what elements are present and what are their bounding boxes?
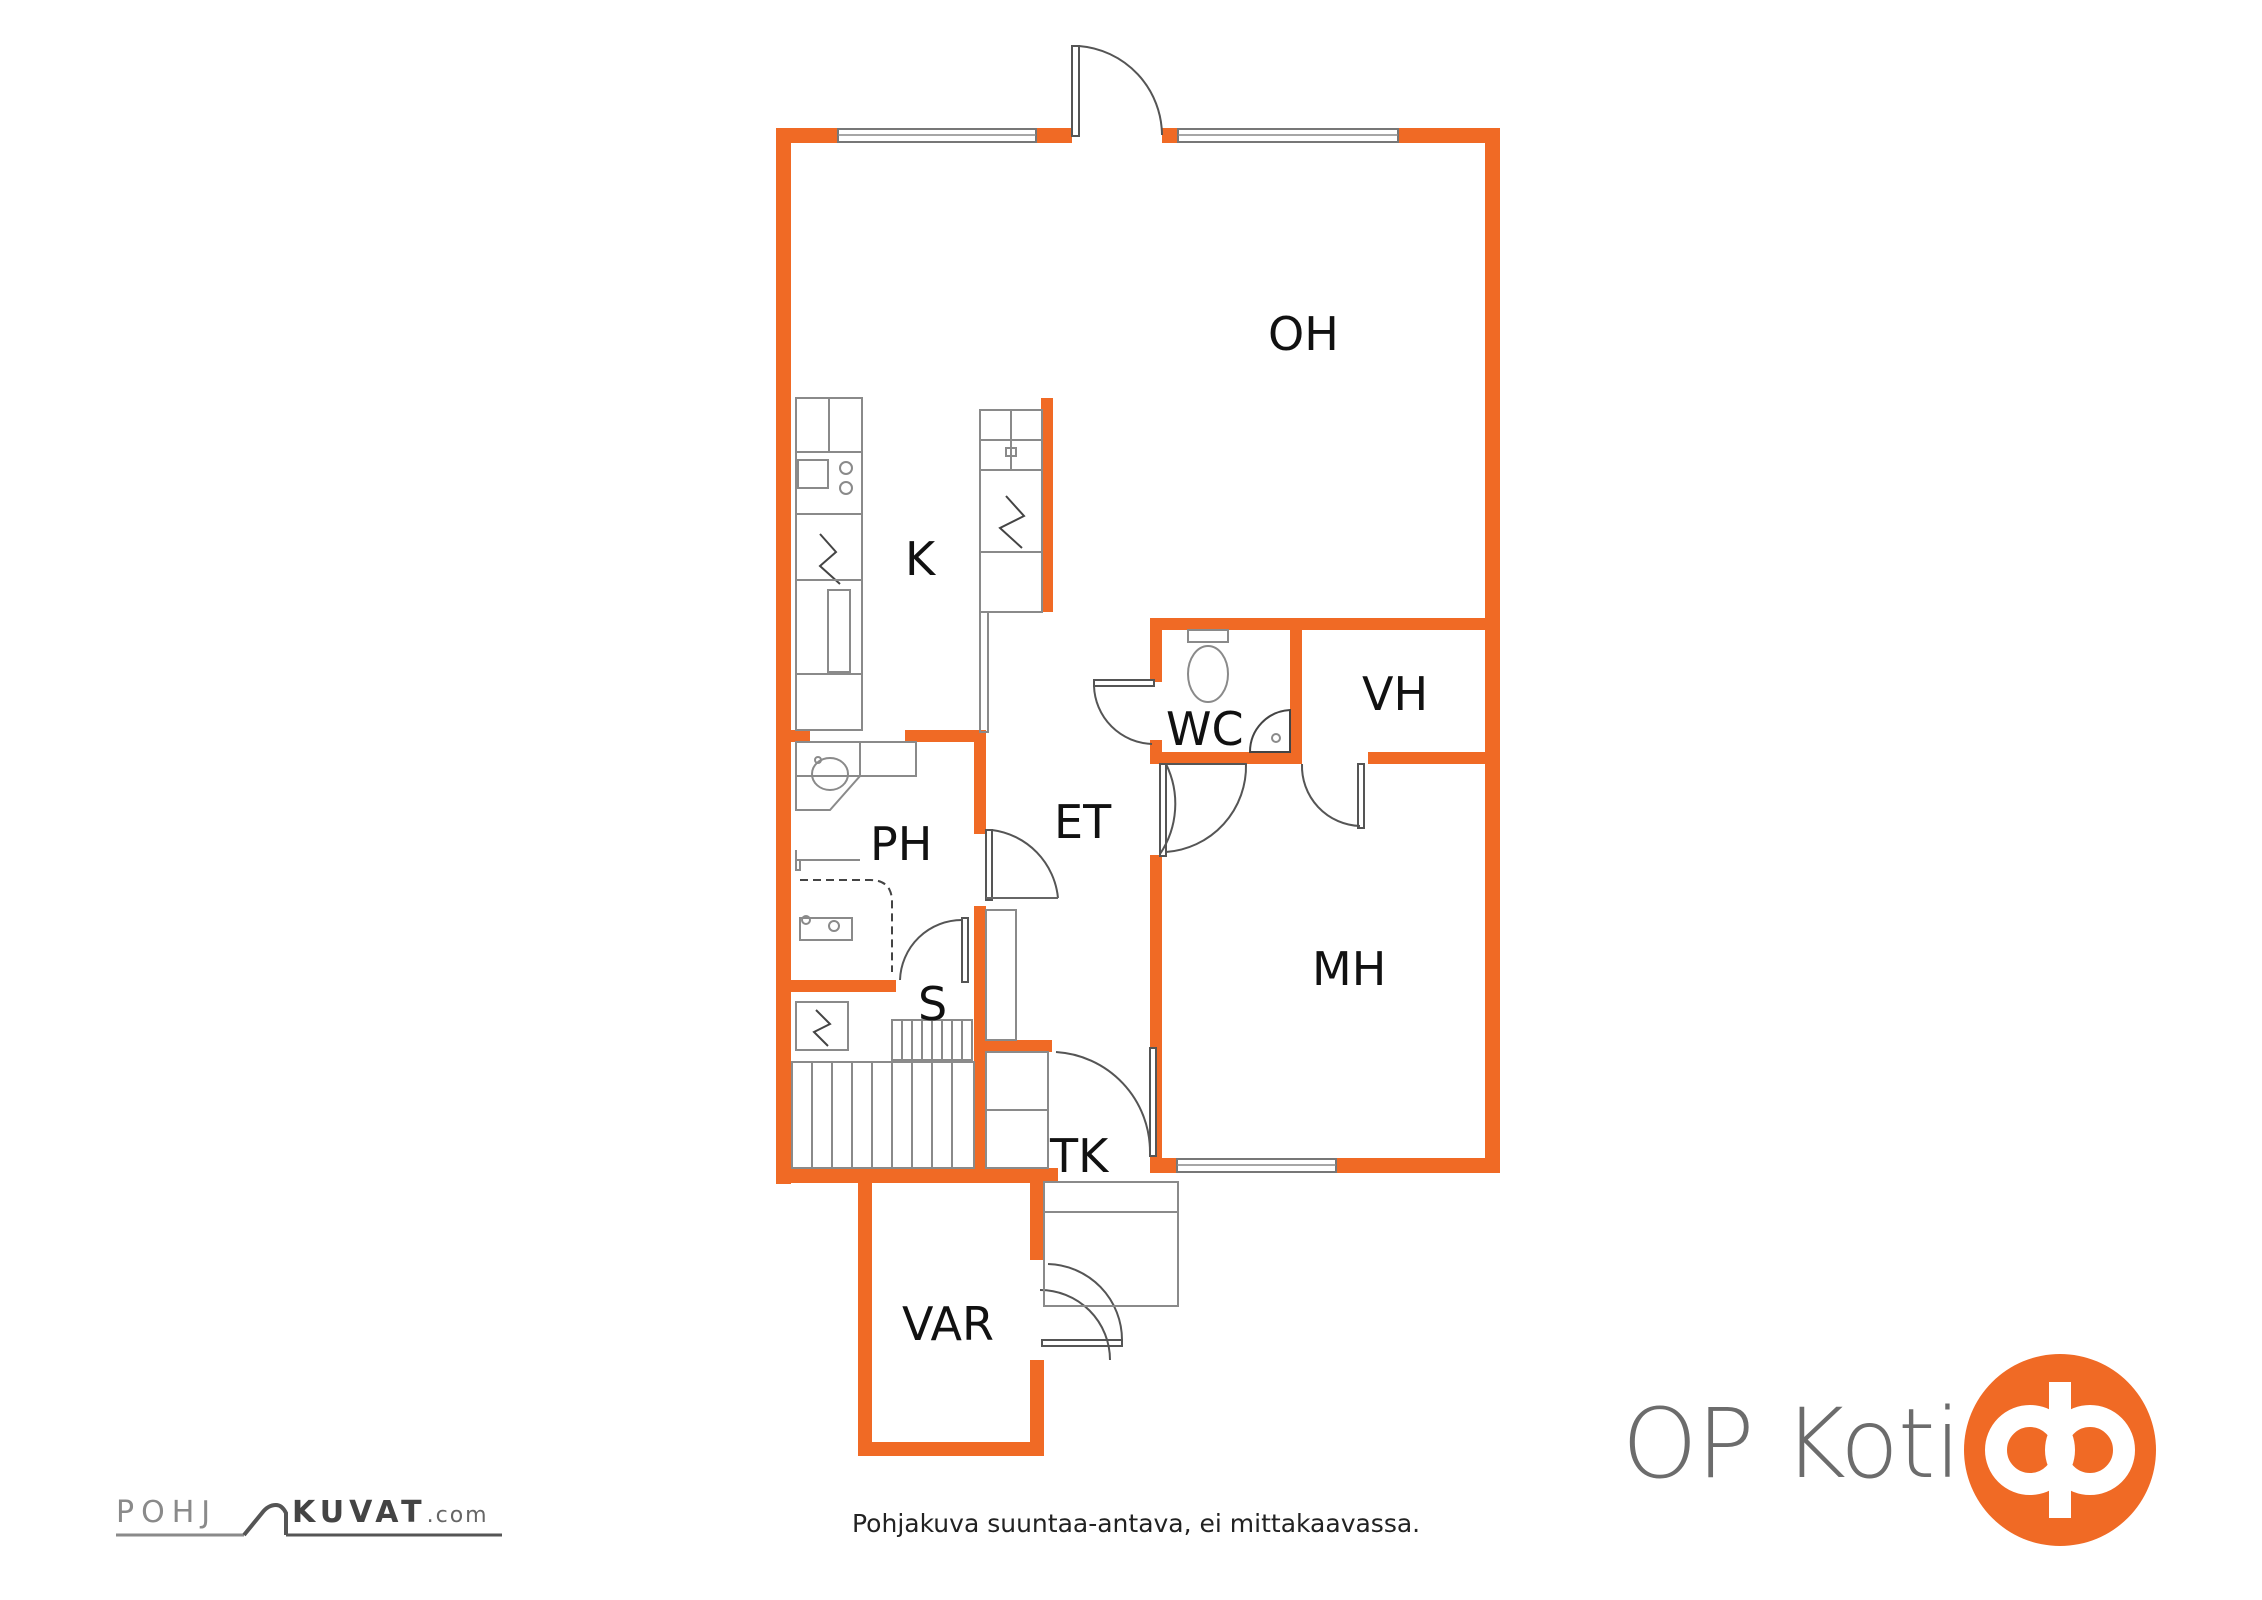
wall-outer-right: [1485, 128, 1500, 1172]
windows: [837, 128, 1399, 1173]
wall-wc-left: [1150, 618, 1162, 682]
room-labels: OH K WC VH ET PH MH S TK VAR: [870, 307, 1428, 1351]
wall-s-right: [974, 1040, 986, 1178]
wall-kitchen-right: [1041, 398, 1053, 612]
wall-var-right: [1030, 1360, 1044, 1456]
doors: [899, 45, 1365, 1361]
wall-bottom-3: [1336, 1158, 1500, 1173]
stairs: [791, 611, 1179, 1307]
pohjakuvat-left-text: POHJ: [116, 1495, 218, 1530]
washbasin-icon: [795, 741, 861, 811]
room-label-tk: TK: [1049, 1129, 1110, 1183]
wall-k-ph: [776, 730, 810, 742]
room-label-s: S: [918, 977, 947, 1031]
staircase: [791, 1061, 975, 1169]
kitchen-fixtures: [795, 397, 1043, 731]
wall-bottom-1: [776, 1168, 1058, 1183]
wall-wc-top: [1150, 618, 1500, 630]
wc-basin-icon: [1248, 708, 1291, 753]
door-main-leaf: [1071, 45, 1080, 137]
wall-outer-left: [776, 128, 791, 1184]
wall-tk-top: [974, 1040, 1052, 1052]
electric-panel-icon: [812, 1009, 832, 1047]
op-logo-icon: [1964, 1354, 2156, 1546]
room-label-mh: MH: [1312, 942, 1386, 996]
wall-top-4: [1398, 128, 1500, 143]
wall-top-3: [1162, 128, 1178, 143]
wall-wc-vh: [1290, 618, 1302, 764]
brand-name: OP Koti: [1622, 1388, 1961, 1500]
wall-ph-right-2: [974, 906, 986, 1046]
bathroom-fixtures: [795, 741, 917, 972]
room-label-k: K: [905, 532, 937, 586]
kitchen-sink-icon: [827, 589, 851, 673]
oven-icon: [797, 459, 829, 489]
wall-wc-bottom: [1150, 752, 1302, 764]
dishwasher-icon: [818, 533, 841, 585]
room-label-ph: PH: [870, 817, 932, 871]
toilet-icon: [1187, 629, 1229, 643]
room-label-wc: WC: [1166, 702, 1244, 756]
walls: [776, 128, 1500, 1456]
wall-top-2: [1036, 128, 1072, 143]
wall-var-right-top: [1030, 1182, 1044, 1260]
wall-var-left: [858, 1182, 872, 1456]
disclaimer-text: Pohjakuva suuntaa-antava, ei mittakaavas…: [852, 1509, 1421, 1538]
wc-fixtures: [1187, 629, 1291, 753]
wall-k-ph-2: [905, 730, 983, 742]
room-label-et: ET: [1054, 795, 1112, 849]
wall-vh-bottom: [1368, 752, 1500, 764]
shower-icon: [799, 917, 853, 941]
room-label-var: VAR: [902, 1297, 994, 1351]
room-label-oh: OH: [1268, 307, 1339, 361]
wall-top-1: [776, 128, 838, 143]
wall-ph-right: [974, 730, 986, 834]
room-label-vh: VH: [1362, 667, 1428, 721]
wall-ph-bottom: [776, 980, 896, 992]
pohjakuvat-right-text: KUVAT: [292, 1495, 427, 1530]
wall-var-bottom: [858, 1442, 1044, 1456]
pohjakuvat-suffix-text: .com: [426, 1503, 489, 1528]
